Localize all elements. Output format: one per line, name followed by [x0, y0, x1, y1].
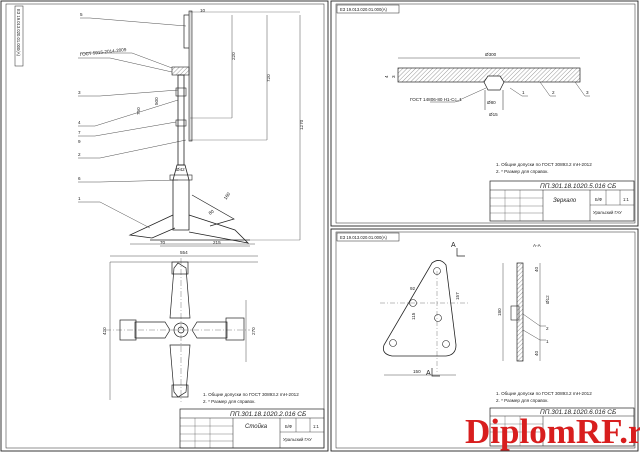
- mirror-hub: [483, 75, 505, 91]
- sheet1-sheet-no: 1:1: [313, 424, 319, 429]
- sheet-stand: ЕЗ 19.013.020.01.000(А) 220 720 1270 10 …: [0, 0, 329, 452]
- pos-6: 6: [78, 176, 81, 181]
- dim-500: 500: [154, 97, 159, 105]
- sheet3-dim-40a: 40: [534, 266, 539, 272]
- sheet3-dim-157: 157: [455, 292, 460, 300]
- dim-554: 554: [180, 250, 188, 255]
- sheet2-stamp-code: ЕЗ 19.013.020.01.000(А): [340, 7, 388, 12]
- pos-3: 3: [78, 90, 81, 95]
- sheet3-dim-12: Ø12: [545, 295, 550, 304]
- sheet2-doc-code: ПП.301.18.1020.5.016 СБ: [540, 183, 616, 190]
- sheet-plate: ЕЗ 19.013.020.01.000(А) 150 92 157 115 А…: [330, 228, 639, 452]
- gost-label: ГОСТ 5915-2014-2009: [80, 47, 127, 57]
- sheet3-dim-40b: 40: [534, 350, 539, 356]
- sheet2-pos-1: 1: [522, 90, 525, 95]
- sheet3-dim-115: 115: [411, 312, 416, 320]
- watermark: DiplomRF.ru: [465, 412, 640, 451]
- plate-section: [516, 262, 524, 362]
- sheet2-frame: [330, 0, 639, 227]
- sheet1-title-block: [179, 408, 325, 449]
- sheet1-inner-frame: [5, 3, 325, 449]
- dim-d42: Ø42: [176, 167, 185, 172]
- sheet1-stamp-code: ЕЗ 19.013.020.01.000(А): [16, 9, 21, 57]
- dim-750: 750: [136, 107, 141, 115]
- sheet3-dim-150: 150: [413, 369, 421, 374]
- sheet2-org: Уральский ГАУ: [593, 210, 622, 215]
- sheet2-dim-80: Ø80: [487, 100, 496, 105]
- pos-9: 9: [78, 139, 81, 144]
- sheet1-frame: [0, 0, 329, 452]
- dim-1270: 1270: [299, 119, 304, 130]
- section-mark-bottom: А: [426, 370, 431, 377]
- section-mark-top: А: [451, 242, 456, 249]
- sheet3-doc-code: ПП.301.18.1020.6.016 СБ: [540, 409, 616, 416]
- mirror-plate: [188, 10, 193, 142]
- pos-7: 7: [78, 130, 81, 135]
- sheet3-stamp-code: ЕЗ 19.013.020.01.000(А): [340, 235, 388, 240]
- sheet2-dim-3: 3: [391, 75, 396, 78]
- sheet1-doc-code: ПП.301.18.1020.2.016 СБ: [230, 411, 306, 418]
- dim-215: 215: [213, 240, 221, 245]
- sheet3-pos-2: 2: [546, 326, 549, 331]
- sheet-mirror: ЕЗ 19.013.020.01.000(А) Ø300 Ø80 Ø15 4 3…: [330, 0, 639, 227]
- sheet3-note-1: 1. Общие допуски по ГОСТ 30893.2 mН-2012: [496, 391, 592, 396]
- sheet2-dim-15: Ø15: [489, 112, 498, 117]
- plan-view: [105, 258, 258, 402]
- sheet2-pos-2: 2: [552, 90, 555, 95]
- sheet2-dim-4: 4: [384, 75, 389, 78]
- dim-270: 270: [251, 327, 256, 335]
- sheet1-org: Уральский ГАУ: [283, 437, 312, 442]
- sheet2-note-2: 2. * Размер для справок.: [496, 169, 549, 174]
- sheet3-dim-92: 92: [410, 286, 416, 291]
- sheet1-name: Стойка: [245, 423, 268, 430]
- sheet2-note-1: 1. Общие допуски по ГОСТ 30893.2 mН-2012: [496, 162, 592, 167]
- sheet3-pos-1: 1: [546, 339, 549, 344]
- dim-720: 720: [266, 74, 271, 82]
- sheet2-name: Зеркало: [553, 198, 577, 204]
- pos-4: 4: [78, 120, 81, 125]
- watermark-text: DiplomRF.ru: [465, 412, 640, 451]
- dim-420: 420: [102, 327, 107, 335]
- dim-70: 70: [160, 240, 166, 245]
- sheet3-note-2: 2. * Размер для справок.: [496, 398, 549, 403]
- pos-2: 2: [78, 152, 81, 157]
- sheet1-note-2: 2. * Размер для справок.: [203, 399, 256, 404]
- pos-5: 5: [80, 12, 83, 17]
- dim-10: 10: [200, 8, 206, 13]
- sheet2-lit: Б/Ф: [595, 197, 602, 202]
- sheet2-sheet-no: 1:1: [623, 197, 629, 202]
- sheet3-frame: [330, 228, 639, 452]
- sheet1-leaders: [78, 17, 187, 229]
- sheet3-dim-180: 180: [497, 308, 502, 316]
- section-title: А-А: [533, 243, 542, 248]
- sheet2-title-block: [489, 180, 635, 222]
- sheet2-pos-3: 3: [586, 90, 589, 95]
- sheet1-lit: Б/Ф: [285, 424, 292, 429]
- sheet1-note-1: 1. Общие допуски по ГОСТ 30893.2 mН-2012: [203, 392, 299, 397]
- pos-1: 1: [78, 196, 81, 201]
- dim-220: 220: [231, 52, 236, 60]
- sheet3-title-block: [489, 407, 635, 447]
- dim-160: 160: [223, 191, 232, 201]
- triangle-plate: [382, 260, 457, 357]
- sheet2-gost: ГОСТ 14806-80 Н1-Cc_1: [410, 97, 462, 102]
- sheet2-dim-300: Ø300: [485, 52, 497, 57]
- dim-80: 80: [208, 209, 215, 216]
